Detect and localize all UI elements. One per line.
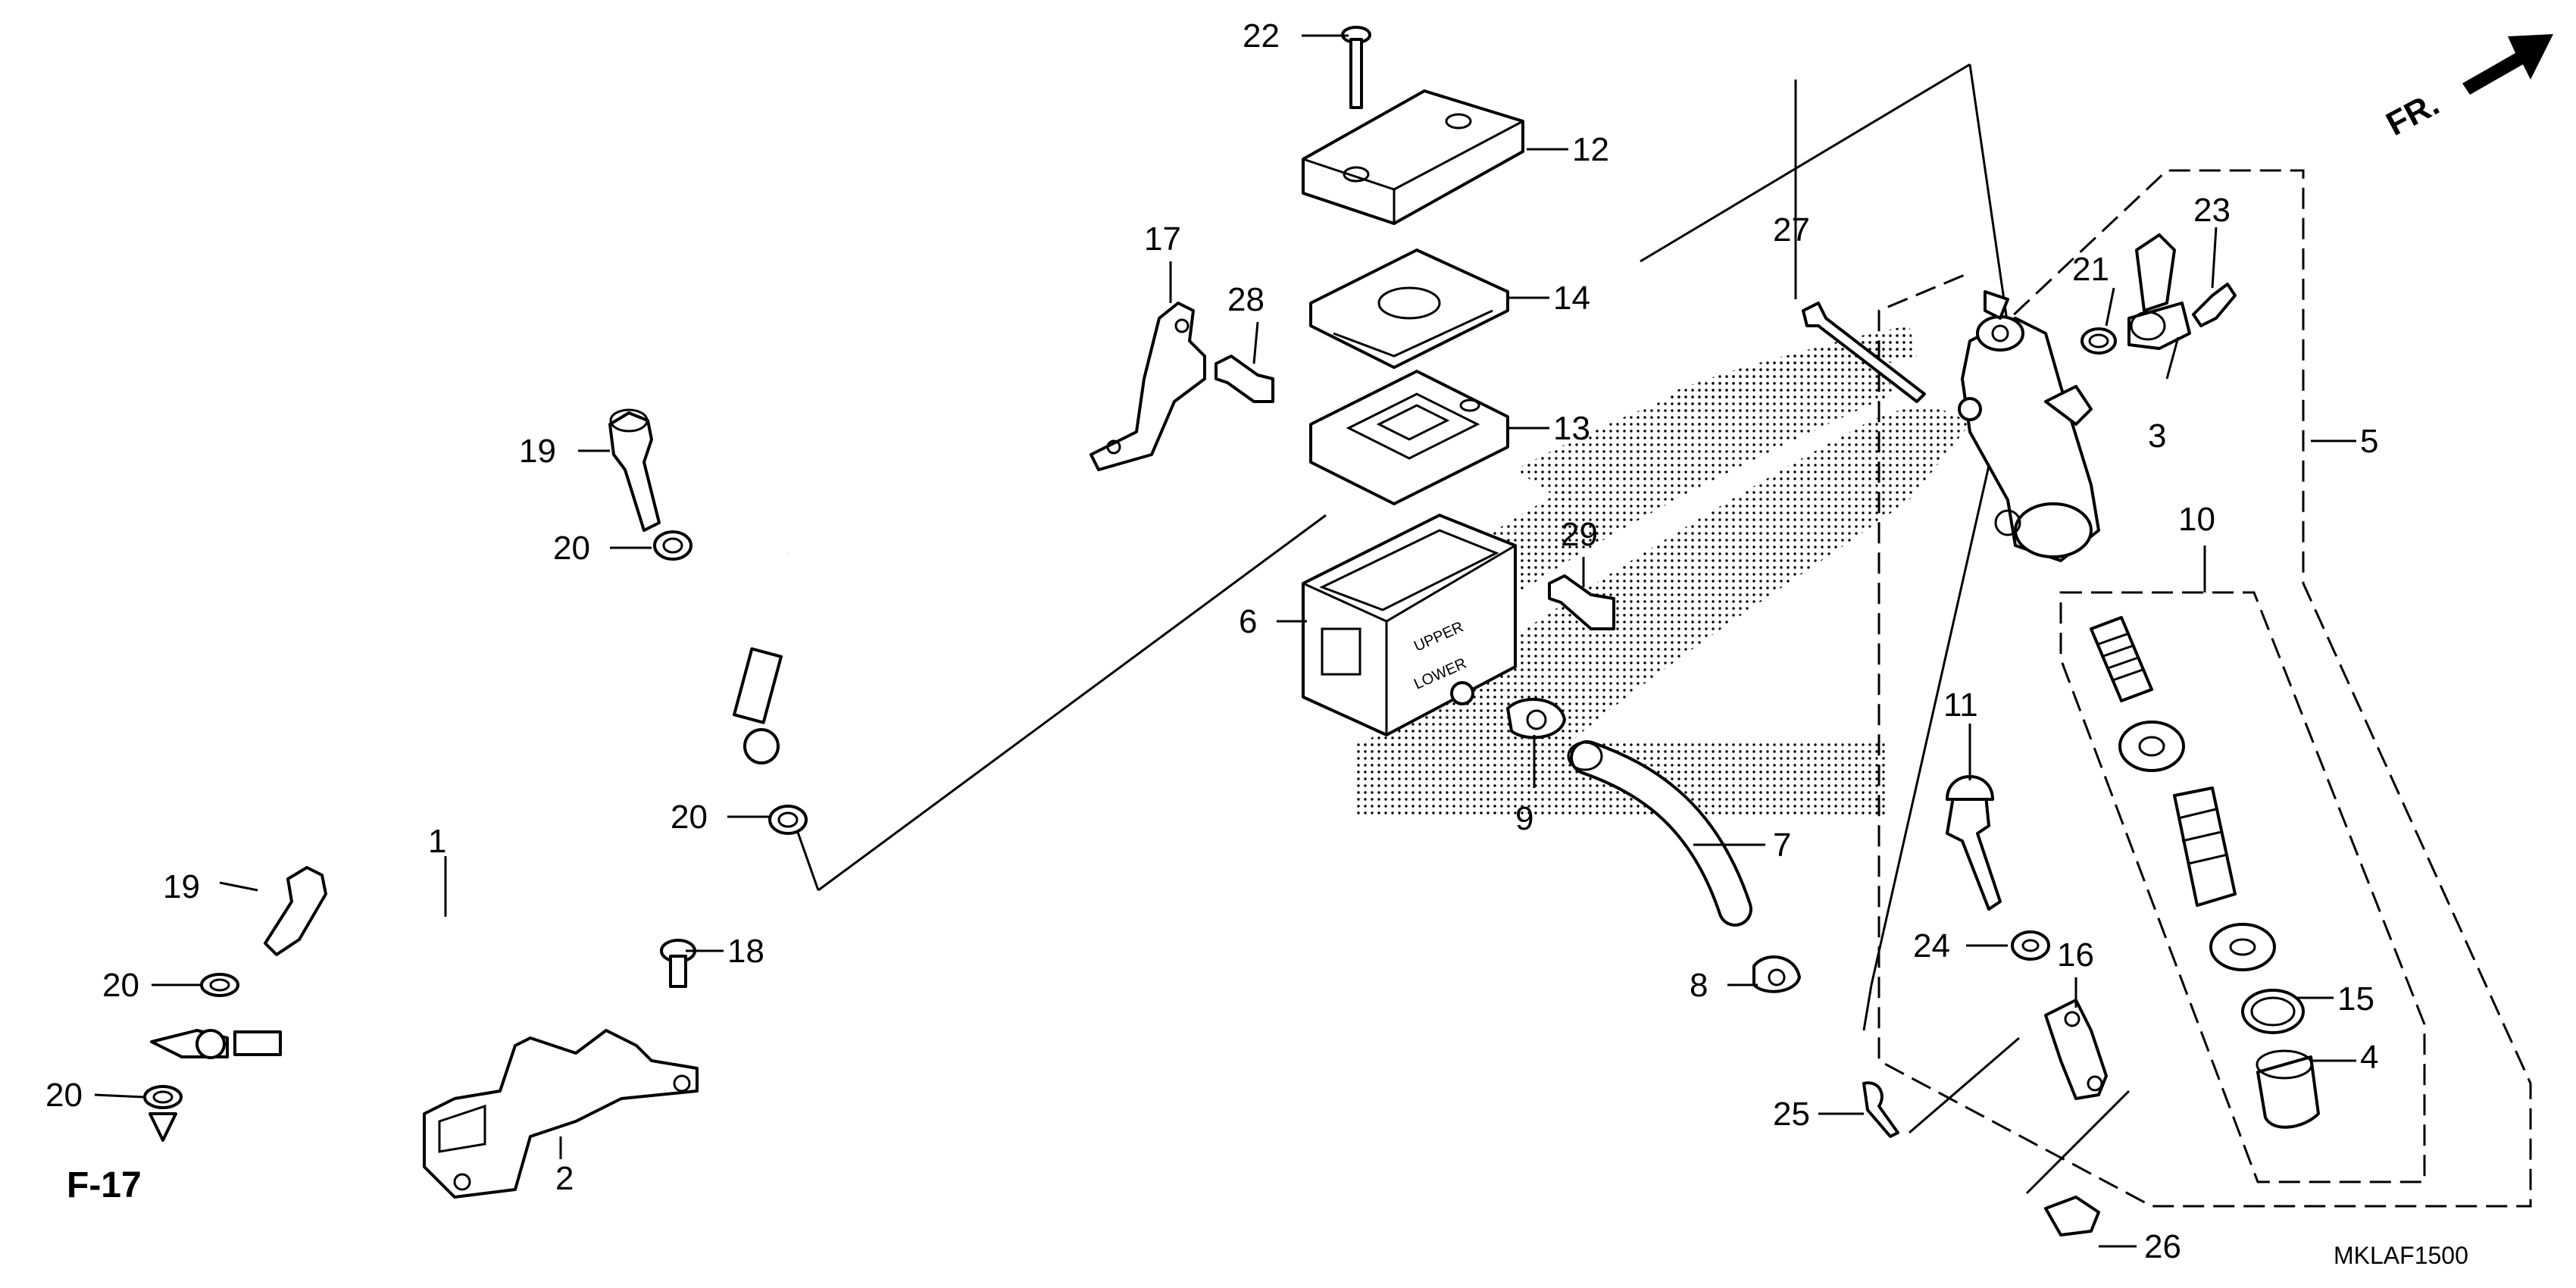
callout-16: 16 [2057,936,2094,974]
callout-13: 13 [1553,410,1590,447]
callout-26: 26 [2144,1228,2181,1265]
front-label: FR. [2381,85,2446,143]
ref-arrow [148,1112,177,1142]
bolt-18 [660,939,696,988]
callout-20-upper: 20 [553,530,590,567]
callout-19-lower: 19 [163,868,200,905]
bolt-28 [1215,355,1274,403]
callout-20-bottom: 20 [45,1077,83,1114]
bolt-19-lower [264,866,327,956]
joint-pin [2044,1196,2100,1236]
sealing-washer-bottom [143,1085,183,1109]
bolt-29 [1548,574,1615,630]
brake-fluid-reservoir: UPPER LOWER [1302,514,1517,736]
brake-hose [150,548,790,1059]
sealing-washer-upper-lower [768,805,808,835]
hose-clip-upper [1506,698,1566,739]
callout-9: 9 [1515,800,1533,837]
hose-clip-lower [1752,955,1801,993]
callout-27: 27 [1773,211,1810,249]
callout-17: 17 [1144,220,1181,258]
callout-11: 11 [1943,686,1978,724]
callout-4: 4 [2360,1039,2378,1076]
push-rod-joint [2044,999,2108,1100]
callout-6: 6 [1239,603,1257,640]
push-rod [1946,775,2002,911]
callout-20-middle: 20 [671,799,708,836]
cotter-pin [1862,1081,1899,1138]
callout-18: 18 [727,933,764,970]
callout-2: 2 [555,1160,574,1197]
callout-20-lower: 20 [102,967,139,1004]
reservoir-stay [1089,302,1206,471]
front-direction-indicator: FR. [2381,34,2553,143]
callout-15: 15 [2337,980,2374,1018]
callout-29: 29 [1561,516,1598,553]
sealing-washer-lower [200,973,239,997]
diaphragm [1309,370,1509,505]
callout-19-upper: 19 [519,433,556,470]
nut [2011,930,2050,961]
bolt-19-upper [608,408,661,532]
assembly-outline-5 [1877,169,2532,1208]
callout-12: 12 [1572,131,1609,168]
reservoir-cap [1302,89,1524,225]
hose-bracket [423,1029,699,1199]
callout-10: 10 [2178,501,2215,538]
drawing-code: MKLAF1500 [2334,1242,2468,1269]
callout-5: 5 [2360,423,2378,460]
master-cylinder [1958,290,2100,562]
piston-kit [2090,616,2320,1129]
leader-lines [94,34,2356,1248]
bolt-23 [2192,283,2237,327]
diaphragm-plate [1309,249,1509,369]
callout-23: 23 [2193,192,2231,229]
callouts: 1 2 3 4 5 6 7 8 9 10 11 12 13 14 15 16 1… [45,17,2378,1265]
callout-24: 24 [1913,927,1950,964]
bolt-22 [1341,26,1371,109]
bolt-27 [1802,302,1926,403]
hose-joint [2127,233,2191,350]
callout-21: 21 [2072,251,2109,288]
callout-3: 3 [2148,417,2166,455]
callout-8: 8 [1690,967,1708,1004]
callout-1: 1 [428,823,446,860]
assembly-outline-10 [2059,591,2426,1183]
callout-28: 28 [1227,281,1265,318]
callout-7: 7 [1773,827,1791,864]
o-ring [2080,327,2117,355]
callout-22: 22 [1243,17,1280,55]
reservoir-hose [1567,740,1752,927]
callout-14: 14 [1553,280,1590,317]
callout-25: 25 [1773,1096,1810,1133]
sealing-washer-upper [653,530,692,561]
ref-label: F-17 [67,1165,142,1205]
